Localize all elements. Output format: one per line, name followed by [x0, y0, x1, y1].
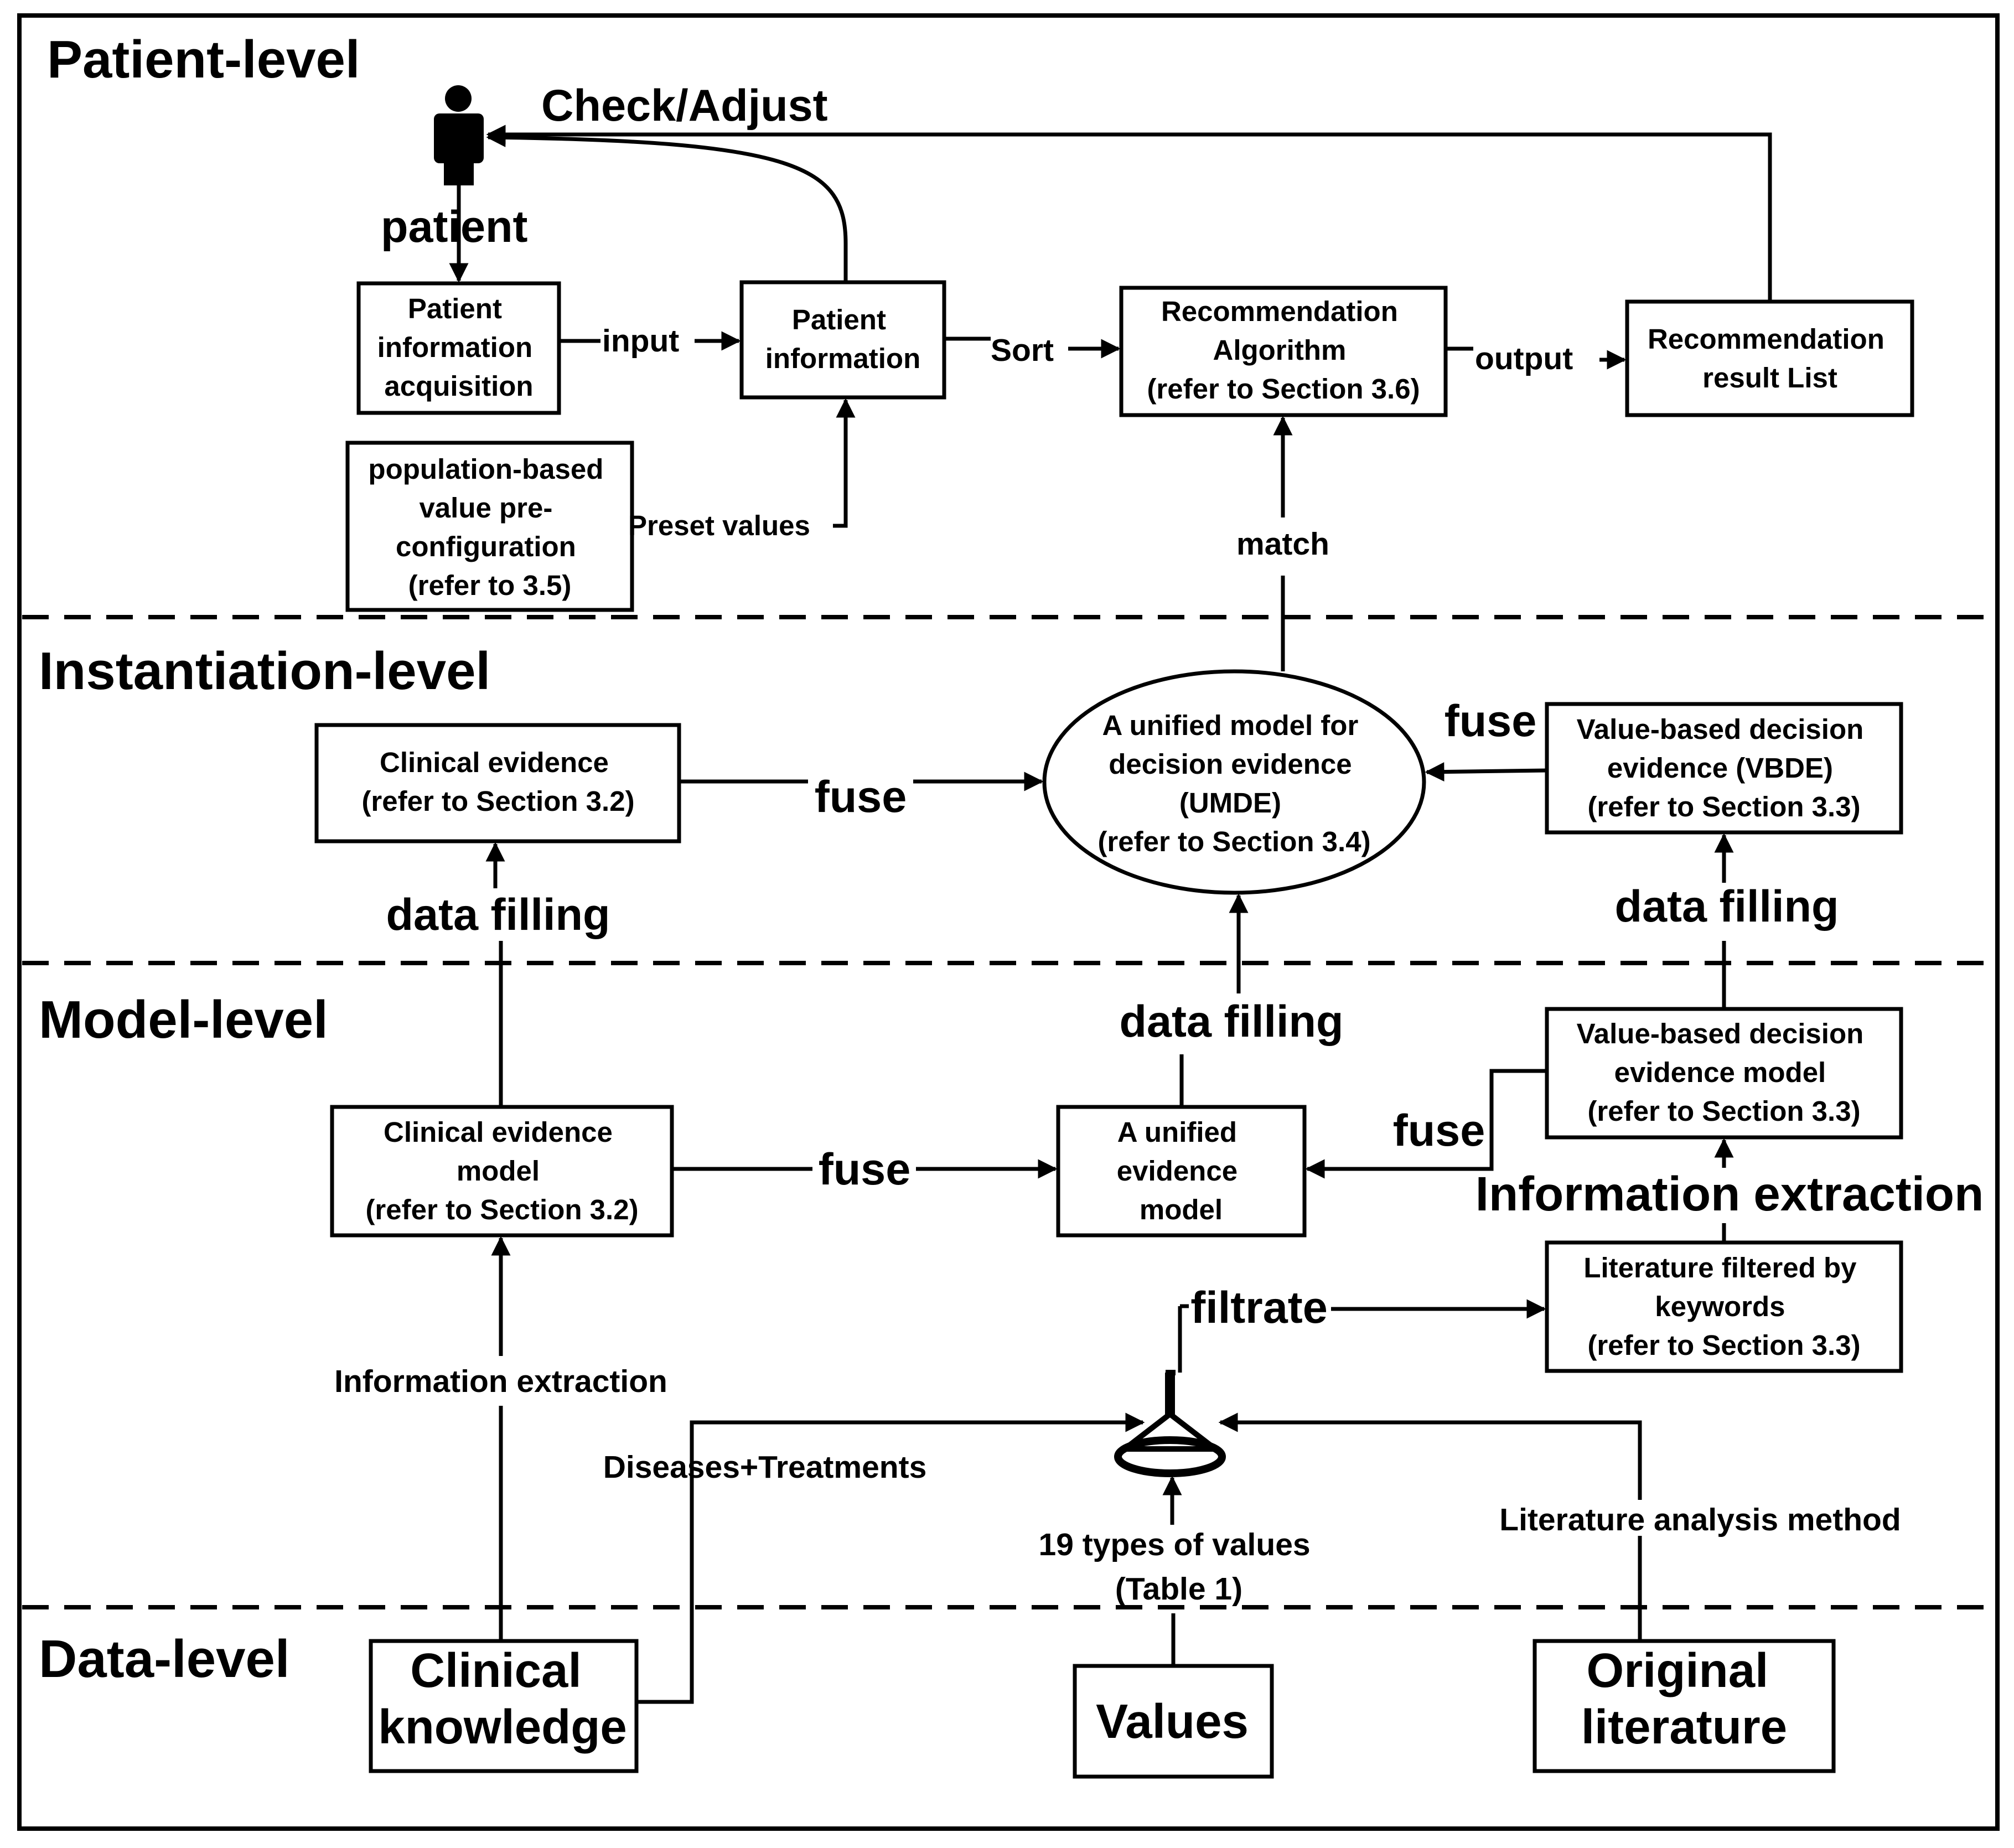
label-check-adjust: Check/Adjust [541, 81, 828, 131]
label-19-types-of-values: 19 types of values (Table 1) [1039, 1527, 1319, 1607]
level-separators [22, 615, 1995, 1609]
text-clinical-evidence: Clinical evidence (refer to Section 3.2) [361, 747, 634, 817]
arrow-info-to-patient [486, 127, 848, 282]
arrow-diseases-treatments-top [690, 1412, 1145, 1467]
box-clinical-knowledge [369, 1639, 639, 1773]
patient-person-icon [434, 85, 484, 185]
text-literature-filtered: Literature filtered by keywords (refer t… [1583, 1252, 1864, 1361]
text-recommendation-result: Recommendation result List [1648, 323, 1892, 394]
text-patient-acquisition: Patient information acquisition [377, 293, 541, 402]
label-fuse-instantiation-left: fuse [815, 772, 907, 822]
level-title-model: Model-level [39, 990, 328, 1049]
arrow-diseases-treatments [636, 1422, 694, 1704]
level-title-data: Data-level [39, 1629, 290, 1689]
ellipse-umde [1042, 669, 1426, 895]
box-population-preconfig [345, 441, 634, 612]
arrow-fuse-vbde [1425, 762, 1547, 782]
text-clinical-knowledge: Clinical knowledge [378, 1644, 627, 1754]
box-clinical-evidence [314, 723, 681, 843]
label-information-extraction-vbde: Information extraction [1475, 1167, 1984, 1221]
text-original-literature: Original literature [1581, 1644, 1787, 1754]
box-patient-acquisition [356, 281, 561, 415]
text-umde: A unified model for decision evidence (U… [1097, 710, 1370, 857]
label-literature-analysis: Literature analysis method [1499, 1502, 1901, 1538]
label-information-extraction-clinical: Information extraction [334, 1364, 667, 1399]
box-vbde [1545, 702, 1903, 835]
label-patient: patient [381, 202, 528, 252]
box-patient-information [739, 280, 946, 400]
arrow-check-adjust [486, 125, 1772, 302]
text-recommendation-algorithm: Recommendation Algorithm (refer to Secti… [1147, 296, 1420, 405]
label-diseases-treatments: Diseases+Treatments [603, 1450, 927, 1485]
text-clinical-evidence-model: Clinical evidence model (refer to Sectio… [365, 1116, 638, 1225]
text-vbde-model: Value-based decision evidence model (ref… [1577, 1018, 1872, 1127]
label-data-filling-vbde: data filling [1615, 882, 1839, 931]
label-preset-values: Preset values [628, 510, 810, 541]
text-patient-information: Patient information [765, 304, 920, 374]
level-title-patient: Patient-level [47, 30, 360, 89]
label-filtrate: filtrate [1190, 1283, 1328, 1333]
text-unified-evidence-model: A unified evidence model [1117, 1116, 1245, 1225]
label-match: match [1236, 526, 1329, 562]
filter-funnel-icon [1114, 1370, 1226, 1477]
box-original-literature [1532, 1639, 1836, 1773]
box-recommendation-algorithm [1119, 286, 1448, 417]
label-output: output [1475, 341, 1573, 376]
level-title-instantiation: Instantiation-level [39, 641, 490, 701]
label-fuse-instantiation-right: fuse [1445, 696, 1537, 746]
arrow-fuse-vbde-model [1305, 1069, 1547, 1179]
label-data-filling-clinical: data filling [386, 890, 610, 940]
label-input: input [602, 323, 679, 359]
label-sort: Sort [991, 333, 1054, 368]
label-data-filling-unified: data filling [1120, 997, 1344, 1047]
outer-frame [17, 13, 2000, 1831]
arrow-literature-analysis-top [1218, 1412, 1642, 1500]
box-recommendation-result [1625, 299, 1914, 417]
arrow-preset-values [833, 398, 856, 528]
text-vbde: Value-based decision evidence (VBDE) (re… [1577, 713, 1872, 822]
text-population-preconfig: population-based value pre- configuratio… [368, 453, 611, 601]
label-fuse-model-right: fuse [1393, 1106, 1485, 1156]
text-values: Values [1096, 1695, 1249, 1748]
label-fuse-model-left: fuse [819, 1145, 911, 1194]
